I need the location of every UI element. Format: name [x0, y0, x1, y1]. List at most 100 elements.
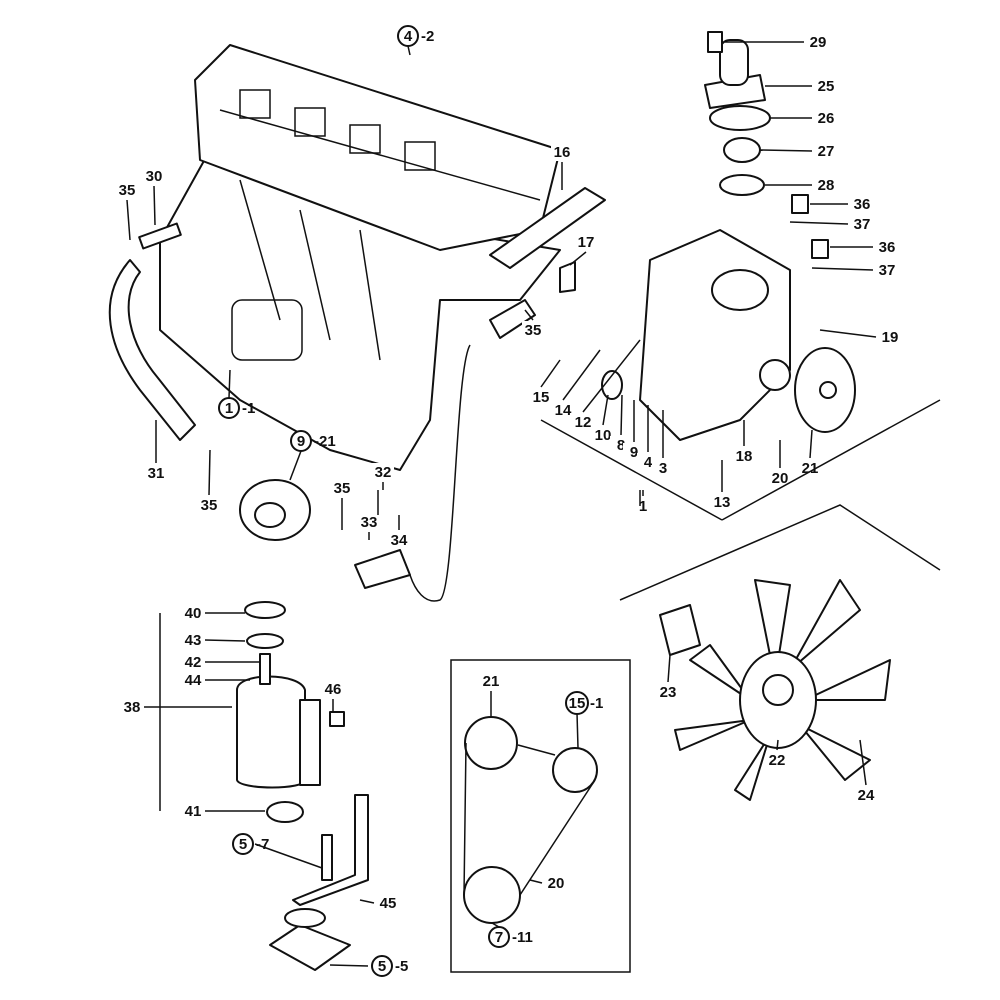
callout-12: 12 — [572, 339, 641, 431]
callout-number: 26 — [818, 110, 835, 127]
callout-bg — [522, 321, 544, 339]
callout-number: 40 — [185, 605, 202, 622]
callout-4-2: 4 -2 — [397, 25, 434, 56]
reserve-tank — [236, 675, 306, 789]
callout-bg — [851, 195, 873, 213]
callout-number: 37 — [879, 262, 896, 279]
leader-line — [776, 739, 779, 751]
callout-bg — [198, 496, 220, 514]
bolt-5-7 — [321, 834, 333, 881]
water-flange — [269, 924, 351, 971]
leader-line — [126, 199, 131, 241]
leader-line — [759, 149, 813, 152]
callout-7-11: 7-11 — [488, 922, 533, 948]
callout-number: 35 — [334, 480, 351, 497]
callout-35: 35 — [198, 449, 220, 514]
flange-pipe — [284, 908, 326, 928]
callout-bg — [652, 459, 674, 477]
callout-bg — [182, 604, 204, 622]
callout-bg — [322, 680, 344, 698]
callout-number: 45 — [380, 895, 397, 912]
stay-45 — [292, 794, 369, 906]
callout-37: 37 — [811, 261, 898, 279]
callout-24: 24 — [855, 739, 877, 804]
callout-number: 1 — [225, 400, 233, 417]
callout-bg — [879, 328, 901, 346]
callout-number: 35 — [525, 322, 542, 339]
leader-line — [620, 394, 623, 436]
leader-line — [228, 369, 231, 399]
callout-number: 19 — [882, 329, 899, 346]
leader-line — [809, 429, 813, 459]
callout-22: 22 — [766, 739, 788, 769]
callout-number: 8 — [617, 437, 625, 454]
leader-line — [329, 964, 369, 967]
callout-circle — [218, 397, 240, 419]
callout-5-7: 5-7 — [232, 833, 323, 869]
leader-line — [859, 739, 867, 786]
callout-46: 46 — [322, 680, 344, 712]
cooling-fan — [674, 579, 891, 801]
callout-21: 21 — [799, 429, 821, 477]
callout-36: 36 — [810, 195, 873, 213]
callout-38: 38 — [121, 698, 232, 716]
callout-5-5: 5-5 — [329, 955, 408, 977]
callout-number: 5 — [239, 836, 247, 853]
callout-suffix: -2 — [421, 28, 434, 45]
callout-bg — [116, 181, 138, 199]
callout-number: 32 — [375, 464, 392, 481]
inset-belt-layout — [450, 659, 631, 973]
callout-circle — [397, 25, 419, 47]
bolt-46 — [329, 711, 345, 727]
callout-number: 36 — [879, 239, 896, 256]
callout-23: 23 — [657, 654, 679, 701]
callout-bg — [182, 631, 204, 649]
callout-15-1: 15-1 — [565, 691, 603, 749]
pipe-30 — [138, 222, 182, 250]
callout-number: 4 — [644, 454, 653, 471]
leader-line — [289, 450, 302, 481]
callout-bg — [331, 479, 353, 497]
callout-number: 21 — [802, 460, 819, 477]
callout-35: 35 — [116, 181, 138, 241]
callout-40: 40 — [182, 604, 245, 622]
callout-number: 27 — [818, 143, 835, 160]
callout-number: 22 — [769, 752, 786, 769]
callout-19: 19 — [819, 328, 901, 346]
callout-number: 4 — [404, 28, 413, 45]
callout-13: 13 — [711, 460, 733, 511]
callout-26: 26 — [770, 109, 837, 127]
callout-bg — [377, 894, 399, 912]
callout-bg — [815, 109, 837, 127]
callout-14: 14 — [552, 349, 601, 419]
callout-bg — [182, 671, 204, 689]
callout-number: 37 — [854, 216, 871, 233]
callout-number: 35 — [201, 497, 218, 514]
callout-number: 38 — [124, 699, 141, 716]
inset-crank-pulley — [463, 866, 521, 924]
block-ribs — [219, 89, 541, 361]
callout-35: 35 — [522, 309, 544, 339]
plug — [811, 239, 829, 259]
callout-43: 43 — [182, 631, 246, 649]
callout-34: 34 — [388, 515, 410, 549]
callout-37: 37 — [789, 215, 873, 233]
callout-number: 34 — [391, 532, 408, 549]
inset-pump-pulley — [464, 716, 518, 770]
callout-number: 12 — [575, 414, 592, 431]
callout-41: 41 — [182, 802, 265, 820]
callout-bg — [815, 142, 837, 160]
callout-circle — [371, 955, 393, 977]
callout-bg — [632, 497, 654, 515]
callout-bg — [851, 215, 873, 233]
leader-line — [811, 267, 874, 271]
callout-number: 31 — [148, 465, 165, 482]
callout-number: 28 — [818, 177, 835, 194]
callout-suffix: -21 — [314, 433, 336, 450]
leader-line — [153, 185, 156, 226]
callout-bg — [480, 672, 502, 690]
gasket — [489, 187, 606, 269]
leader-line — [582, 339, 641, 413]
